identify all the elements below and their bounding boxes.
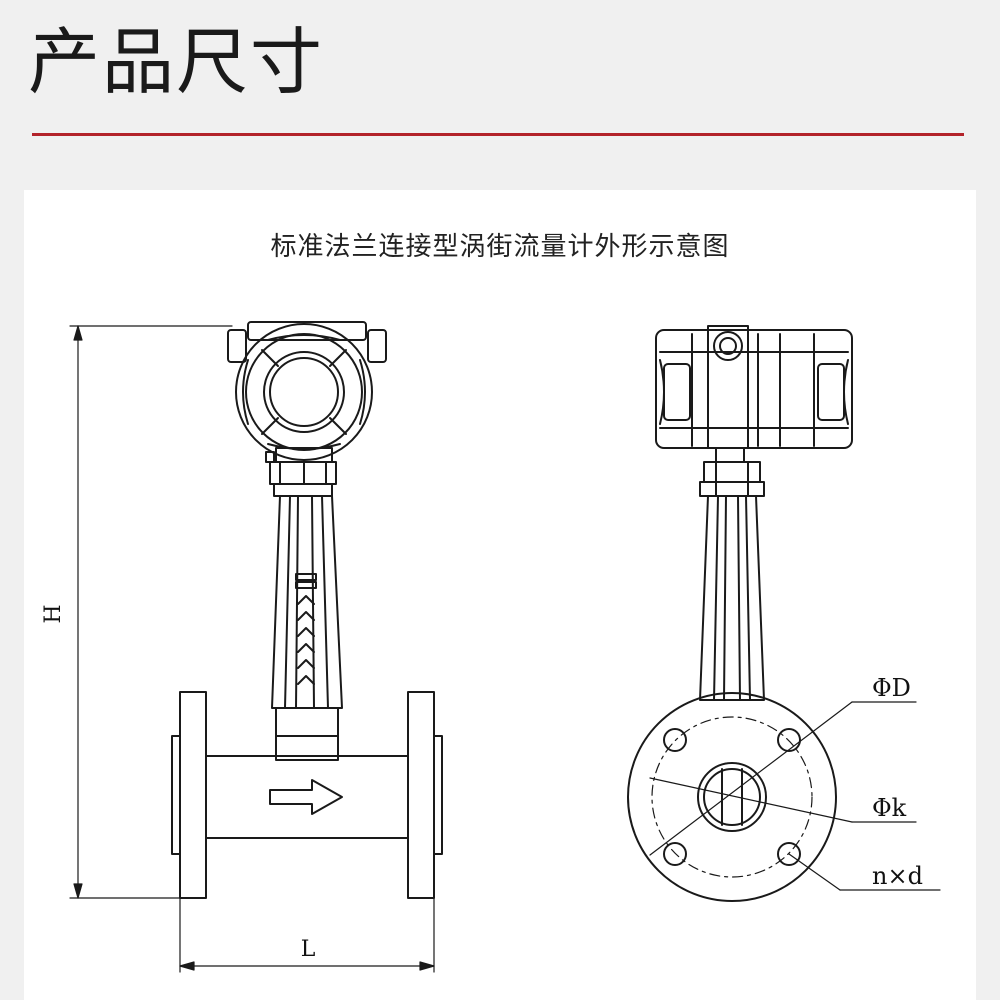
height-dimension [69,325,233,899]
length-dimension [179,897,435,973]
drawing-title: 标准法兰连接型涡街流量计外形示意图 [270,232,730,262]
page-title: 产品尺寸 [28,20,325,104]
height-label: H [41,604,66,623]
side-view [627,325,941,902]
bolt-circle-label: Φk [872,794,907,822]
flow-arrow-icon [269,779,343,815]
bolt-hole [663,842,687,866]
side-flange [627,692,837,902]
front-view: H L [41,321,443,973]
side-neck [699,447,765,497]
bolt-hole [777,728,801,752]
length-label: L [301,937,316,962]
drawing-card: 标准法兰连接型涡街流量计外形示意图 [24,190,976,1000]
bolt-holes-label: n×d [872,862,923,890]
outer-diameter-label: ΦD [872,674,911,702]
transmitter-housing [227,321,387,497]
bolt-hole [777,842,801,866]
bolt-hole [663,728,687,752]
side-stem [699,495,765,701]
side-housing [655,325,853,449]
support-stem [271,495,343,761]
title-divider [32,133,964,136]
pipe-body [171,691,443,899]
leader-lines [649,701,941,891]
